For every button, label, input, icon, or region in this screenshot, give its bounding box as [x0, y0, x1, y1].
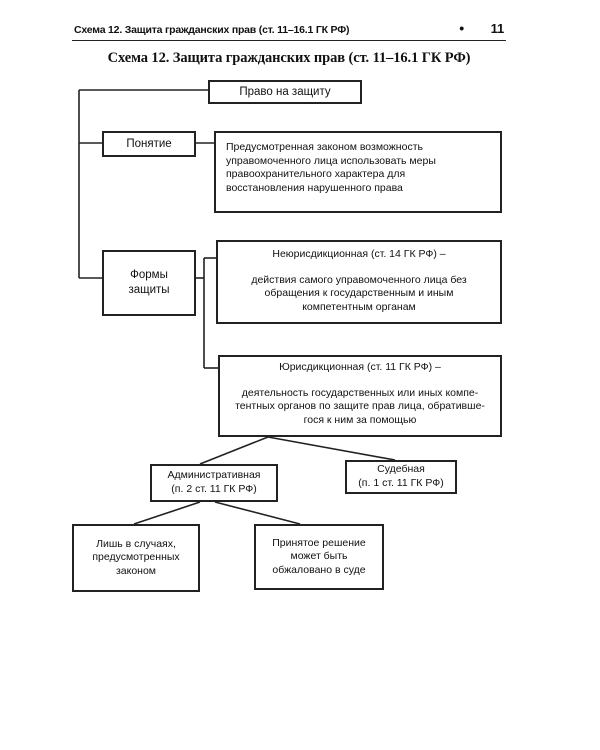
only-cases-line: Лишь в случаях, [96, 537, 176, 550]
non-jurisdictional-heading: Неюрисдикционная (ст. 14 ГК РФ) – [272, 248, 446, 260]
only-cases-line: предусмотренных [92, 551, 180, 564]
jurisdictional-line: тентных органов по защите прав лица, обр… [235, 400, 485, 413]
running-header-title: Схема 12. Защита гражданских прав (ст. 1… [74, 24, 350, 36]
connector-admin-only-cases [133, 501, 201, 525]
only-cases-box: Лишь в случаях, предусмотренных законом [72, 524, 200, 592]
non-jurisdictional-line: компетентным органам [302, 300, 416, 313]
right-to-protection-box: Право на защиту [208, 80, 362, 104]
decision-appeal-line: может быть [290, 550, 348, 563]
jurisdictional-line: гося к ним за помощью [303, 413, 417, 426]
administrative-label: Административная [167, 469, 261, 482]
concept-definition-line: Предусмотренная законом возможность [226, 141, 423, 153]
judicial-label: Судебная [377, 463, 425, 476]
decision-appeal-box: Принятое решение может быть обжаловано в… [254, 524, 384, 590]
concept-definition-box: Предусмотренная законом возможность упра… [214, 131, 502, 213]
connector-admin-decision [214, 501, 301, 525]
concept-label: Понятие [126, 137, 172, 150]
non-jurisdictional-box: Неюрисдикционная (ст. 14 ГК РФ) – действ… [216, 240, 502, 324]
running-header-bullet: • [459, 20, 464, 36]
non-jurisdictional-line: действия самого управомоченного лица без [251, 273, 467, 286]
connector-jur-admin [199, 436, 269, 465]
forms-label-line: Формы [130, 269, 168, 282]
concept-definition-line: управомоченного лица использовать меры [226, 154, 436, 167]
right-to-protection-label: Право на защиту [239, 85, 331, 98]
administrative-reference: (п. 2 ст. 11 ГК РФ) [171, 483, 257, 495]
only-cases-line: законом [115, 564, 157, 577]
connector-jur-court [267, 436, 396, 461]
scheme-title: Схема 12. Защита гражданских прав (ст. 1… [107, 50, 471, 66]
judicial-box: Судебная (п. 1 ст. 11 ГК РФ) [345, 460, 457, 494]
running-header: Схема 12. Защита гражданских прав (ст. 1… [72, 20, 506, 41]
administrative-box: Административная (п. 2 ст. 11 ГК РФ) [150, 464, 278, 502]
non-jurisdictional-line: обращения к государственным и иным [264, 287, 454, 300]
page-number: 11 [490, 21, 505, 36]
non-jurisdictional-body: действия самого управомоченного лица без… [228, 274, 490, 315]
jurisdictional-box: Юрисдикционная (ст. 11 ГК РФ) – деятельн… [218, 355, 502, 437]
judicial-reference: (п. 1 ст. 11 ГК РФ) [358, 477, 444, 489]
jurisdictional-body: деятельность государственных или иных ко… [230, 387, 490, 428]
decision-appeal-line: обжаловано в суде [272, 563, 366, 576]
jurisdictional-heading: Юрисдикционная (ст. 11 ГК РФ) – [279, 361, 441, 373]
concept-definition-line: восстановления нарушенного права [226, 181, 403, 194]
jurisdictional-line: деятельность государственных или иных ко… [241, 386, 479, 399]
concept-box: Понятие [102, 131, 196, 157]
forms-label-line: защиты [128, 284, 170, 296]
forms-of-protection-box: Формы защиты [102, 250, 196, 316]
concept-definition-line: правоохранительного характера для [226, 168, 406, 181]
decision-appeal-line: Принятое решение [272, 536, 366, 549]
